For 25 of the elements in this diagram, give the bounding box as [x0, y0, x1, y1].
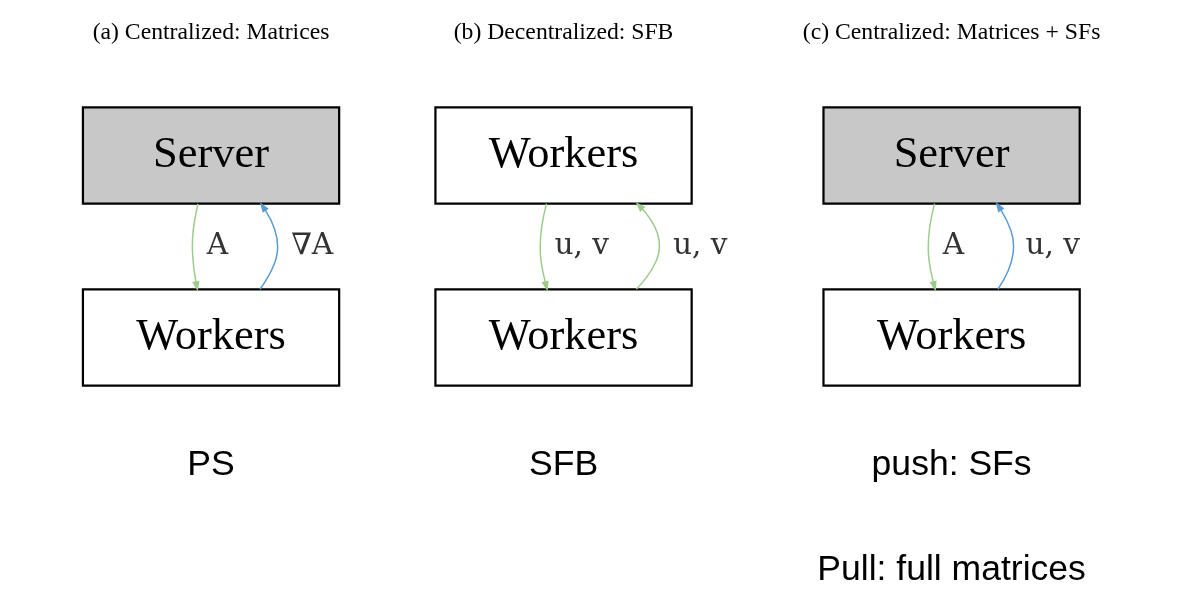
label: push: SFs: [871, 442, 1032, 483]
edge-label: u, v: [554, 226, 610, 261]
node-box: Server: [81, 106, 341, 205]
label: (a) Centralized: Matrices: [92, 17, 330, 44]
label: Pull: full matrices: [817, 548, 1086, 589]
arrow: [927, 202, 937, 292]
arrow: [539, 202, 549, 292]
arrow: [259, 202, 279, 290]
node-box: Server: [822, 106, 1081, 205]
edge-label: u, v: [672, 226, 728, 261]
edge-label: A: [942, 226, 965, 261]
arrow: [191, 203, 200, 292]
edge-label: ∇A: [291, 226, 334, 261]
label: SFB: [528, 442, 599, 483]
edge-label: u, v: [1025, 226, 1081, 261]
node-box: Workers: [434, 106, 693, 205]
arrow: [635, 201, 661, 291]
label: (b) Decentralized: SFB: [453, 17, 674, 44]
label: (c) Centralized: Matrices + SFs: [802, 17, 1101, 44]
node-box: Workers: [81, 288, 341, 387]
arrow: [995, 201, 1015, 290]
edge-label: A: [206, 226, 229, 261]
label: PS: [187, 442, 235, 483]
node-box: Workers: [822, 288, 1081, 387]
node-box: Workers: [434, 288, 693, 387]
